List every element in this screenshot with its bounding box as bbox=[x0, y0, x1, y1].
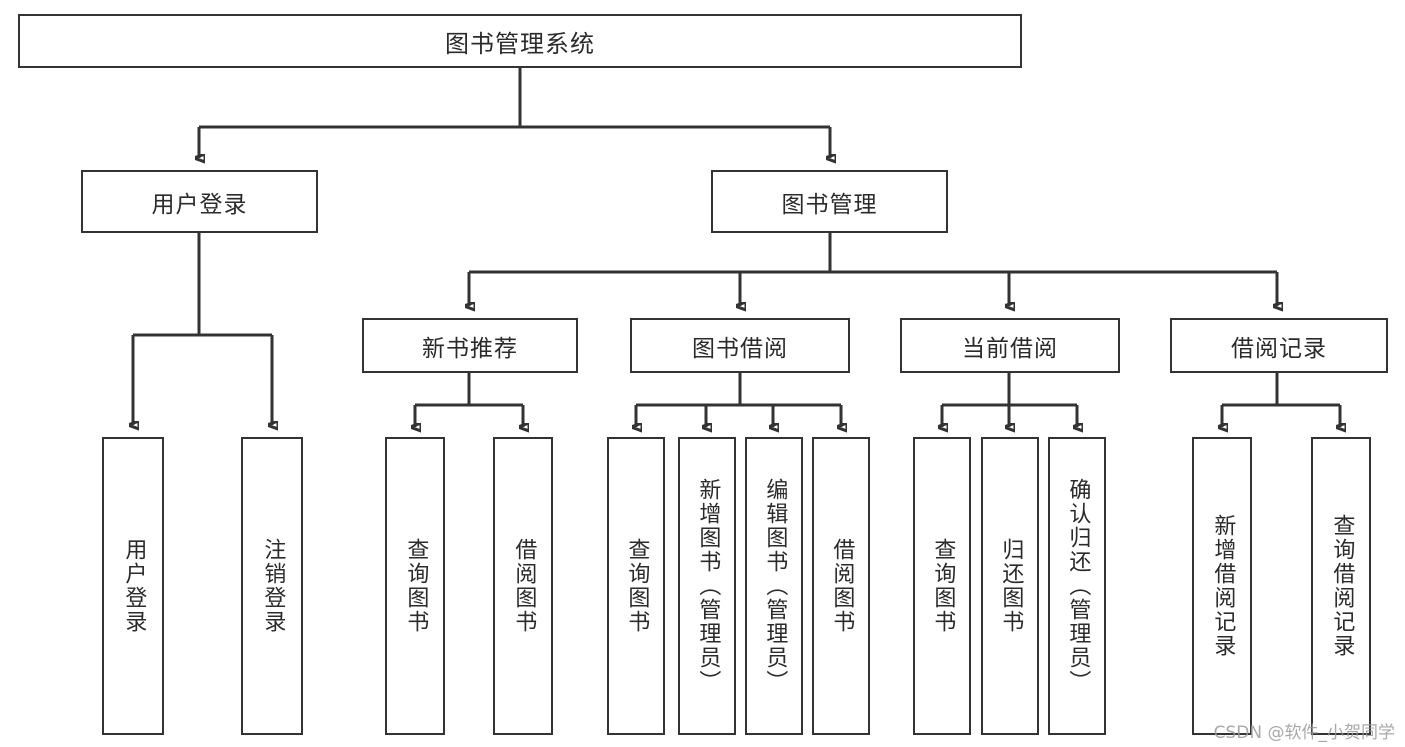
node-current-borrow[interactable]: 当前借阅 bbox=[900, 318, 1120, 373]
leaf-borrow-query-book[interactable]: 查询图书 bbox=[607, 437, 665, 735]
node-book-management-label: 图书管理 bbox=[781, 191, 878, 218]
leaf-recommend-query-book[interactable]: 查询图书 bbox=[385, 437, 445, 735]
leaf-borrow-add-book-admin-label: 新增图书（管理员） bbox=[695, 478, 721, 694]
node-borrow-record[interactable]: 借阅记录 bbox=[1170, 318, 1388, 373]
leaf-borrow-edit-book-admin[interactable]: 编辑图书（管理员） bbox=[745, 437, 803, 735]
csdn-watermark: CSDN @软件_小贺同学 bbox=[1213, 723, 1395, 743]
leaf-recommend-query-book-label: 查询图书 bbox=[403, 538, 429, 634]
leaf-logout-login-label: 注销登录 bbox=[260, 538, 286, 634]
node-new-book-recommend-label: 新书推荐 bbox=[422, 335, 518, 362]
leaf-user-login-label: 用户登录 bbox=[121, 538, 147, 634]
leaf-record-add-borrow-record[interactable]: 新增借阅记录 bbox=[1192, 437, 1252, 735]
node-current-borrow-label: 当前借阅 bbox=[962, 335, 1058, 362]
leaf-current-confirm-return-admin[interactable]: 确认归还（管理员） bbox=[1048, 437, 1106, 735]
leaf-user-login[interactable]: 用户登录 bbox=[102, 437, 164, 735]
leaf-recommend-borrow-book[interactable]: 借阅图书 bbox=[493, 437, 553, 735]
leaf-record-query-borrow-record-label: 查询借阅记录 bbox=[1329, 514, 1355, 658]
node-root-book-management-system[interactable]: 图书管理系统 bbox=[18, 14, 1022, 68]
leaf-current-confirm-return-admin-label: 确认归还（管理员） bbox=[1065, 478, 1091, 694]
leaf-current-return-book[interactable]: 归还图书 bbox=[981, 437, 1039, 735]
leaf-borrow-edit-book-admin-label: 编辑图书（管理员） bbox=[762, 478, 788, 694]
leaf-borrow-query-book-label: 查询图书 bbox=[624, 538, 650, 634]
node-root-label: 图书管理系统 bbox=[445, 29, 595, 58]
leaf-record-add-borrow-record-label: 新增借阅记录 bbox=[1210, 514, 1236, 658]
node-book-borrow[interactable]: 图书借阅 bbox=[630, 318, 850, 373]
leaf-record-query-borrow-record[interactable]: 查询借阅记录 bbox=[1311, 437, 1371, 735]
node-book-borrow-label: 图书借阅 bbox=[692, 335, 788, 362]
node-user-login[interactable]: 用户登录 bbox=[81, 170, 318, 233]
leaf-recommend-borrow-book-label: 借阅图书 bbox=[511, 538, 537, 634]
leaf-borrow-add-book-admin[interactable]: 新增图书（管理员） bbox=[678, 437, 736, 735]
leaf-current-query-book-label: 查询图书 bbox=[930, 538, 956, 634]
leaf-borrow-borrow-book-label: 借阅图书 bbox=[829, 538, 855, 634]
node-borrow-record-label: 借阅记录 bbox=[1231, 335, 1327, 362]
leaf-logout-login[interactable]: 注销登录 bbox=[241, 437, 303, 735]
node-user-login-label: 用户登录 bbox=[151, 191, 248, 218]
node-new-book-recommend[interactable]: 新书推荐 bbox=[362, 318, 578, 373]
leaf-borrow-borrow-book[interactable]: 借阅图书 bbox=[812, 437, 870, 735]
leaf-current-return-book-label: 归还图书 bbox=[998, 538, 1024, 634]
node-book-management[interactable]: 图书管理 bbox=[711, 170, 948, 233]
leaf-current-query-book[interactable]: 查询图书 bbox=[913, 437, 971, 735]
